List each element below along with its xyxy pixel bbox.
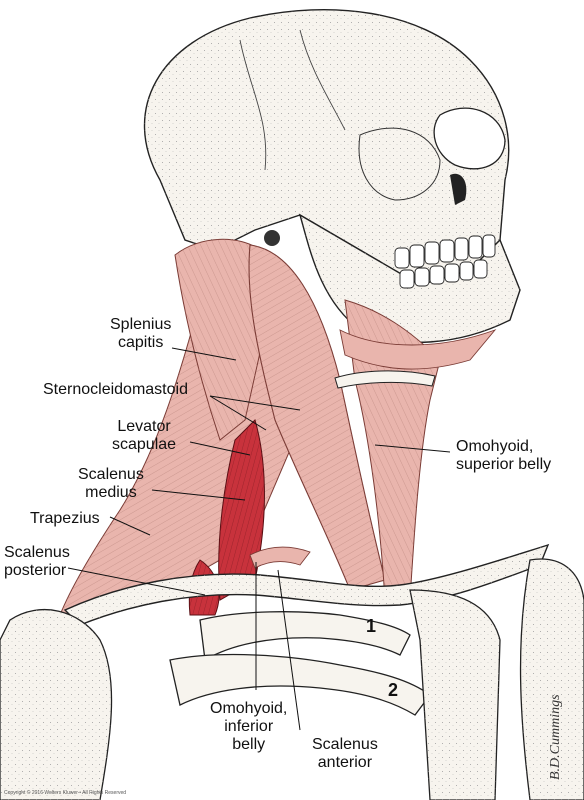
label-line: Splenius bbox=[110, 316, 172, 333]
rib-number-2: 2 bbox=[388, 680, 399, 700]
second-rib bbox=[169, 653, 431, 716]
artist-signature: B.D.Cummings bbox=[548, 694, 563, 780]
copyright-notice: Copyright © 2016 Wolters Kluwer • All Ri… bbox=[4, 790, 127, 796]
leader-scm-b bbox=[209, 395, 301, 411]
label-levator-scapulae: Levator scapulae bbox=[112, 418, 176, 454]
leader-omo-sup bbox=[374, 444, 451, 453]
first-rib bbox=[199, 611, 411, 662]
label-line: posterior bbox=[4, 562, 67, 579]
label-line: scapulae bbox=[112, 436, 177, 453]
label-line: capitis bbox=[118, 334, 164, 351]
label-line: Omohyoid, bbox=[210, 700, 288, 717]
label-line: Scalenus bbox=[312, 736, 378, 753]
label-line: Scalenus bbox=[78, 466, 144, 483]
label-line: belly bbox=[232, 736, 266, 753]
label-omohyoid-inferior: Omohyoid, inferior belly bbox=[210, 700, 287, 754]
label-line: inferior bbox=[224, 718, 274, 735]
leader-levator bbox=[189, 441, 251, 456]
leader-scal-medius bbox=[151, 489, 246, 501]
leader-trapezius bbox=[109, 516, 151, 536]
label-omohyoid-superior: Omohyoid, superior belly bbox=[456, 438, 551, 474]
leader-lines bbox=[67, 347, 451, 731]
cheekbone bbox=[358, 127, 441, 201]
label-scalenus-medius: Scalenus medius bbox=[78, 466, 144, 502]
label-scalenus-posterior: Scalenus posterior bbox=[4, 544, 70, 580]
orbit bbox=[433, 107, 506, 170]
teeth-upper bbox=[394, 234, 496, 269]
label-line: Scalenus bbox=[4, 544, 70, 561]
label-splenius-capitis: Splenius capitis bbox=[110, 316, 171, 352]
ear-canal bbox=[264, 230, 280, 246]
rib-number-1: 1 bbox=[366, 616, 377, 636]
suture bbox=[239, 29, 346, 171]
leader-scm-a bbox=[209, 395, 267, 431]
label-line: medius bbox=[85, 484, 137, 501]
leader-scal-post bbox=[67, 567, 206, 596]
floor-of-mouth bbox=[339, 329, 497, 370]
label-sternocleidomastoid: Sternocleidomastoid bbox=[43, 381, 188, 399]
label-line: superior belly bbox=[456, 456, 552, 473]
label-trapezius: Trapezius bbox=[30, 510, 100, 528]
label-line: Omohyoid, bbox=[456, 438, 534, 455]
label-line: Trapezius bbox=[30, 510, 100, 527]
leader-splenius bbox=[171, 347, 237, 361]
label-scalenus-anterior: Scalenus anterior bbox=[312, 736, 378, 772]
omohyoid-inferior-muscle bbox=[249, 546, 311, 569]
hyoid-bone bbox=[334, 370, 436, 389]
leader-scal-ant bbox=[277, 569, 301, 731]
teeth-lower bbox=[399, 259, 488, 289]
label-line: Sternocleidomastoid bbox=[43, 381, 188, 398]
label-line: anterior bbox=[317, 754, 373, 771]
nasal-cavity bbox=[450, 173, 467, 205]
label-line: Levator bbox=[117, 418, 171, 435]
